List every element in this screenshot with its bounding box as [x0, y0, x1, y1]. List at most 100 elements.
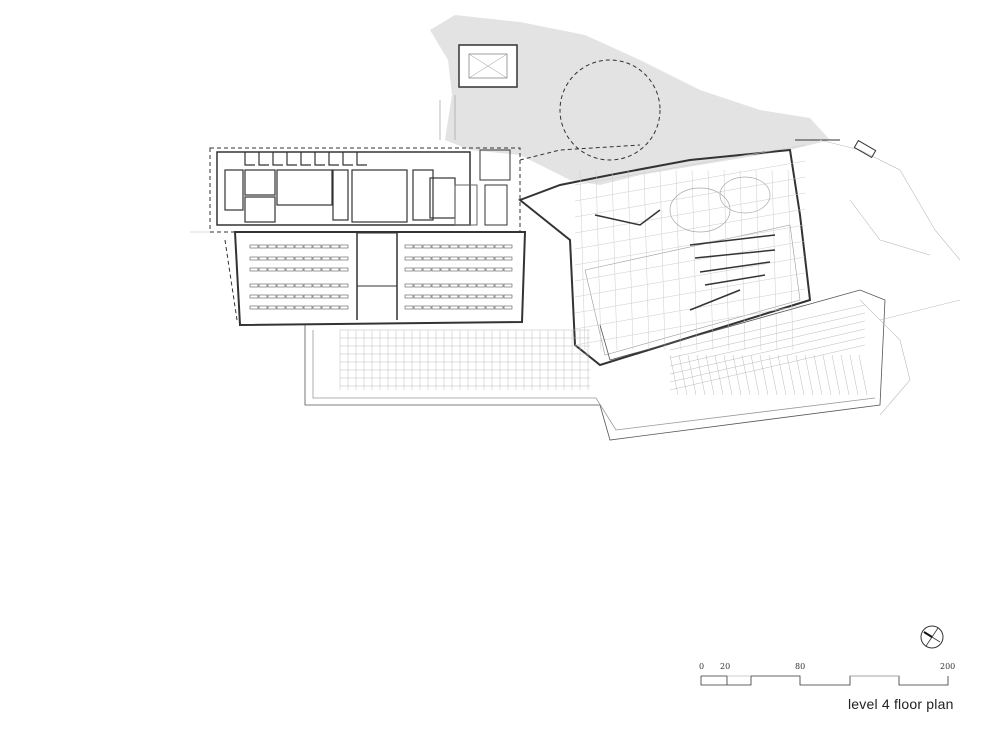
desk: [267, 256, 277, 261]
room: [332, 169, 349, 221]
site-lines: [190, 139, 961, 416]
desk: [449, 256, 459, 261]
desk: [330, 244, 340, 249]
desk: [294, 256, 304, 261]
desk: [458, 256, 468, 261]
room: [412, 169, 434, 221]
desk: [467, 294, 477, 299]
desk: [440, 305, 450, 310]
desk: [467, 244, 477, 249]
desk: [303, 256, 313, 261]
desk: [312, 256, 322, 261]
desk: [404, 244, 414, 249]
compass-icon: [920, 625, 944, 649]
room: [429, 177, 456, 219]
desk: [413, 305, 423, 310]
room: [224, 169, 244, 211]
desk: [476, 256, 486, 261]
desk: [422, 244, 432, 249]
desk: [431, 305, 441, 310]
desk: [249, 305, 259, 310]
desk: [294, 244, 304, 249]
desk: [339, 283, 349, 288]
desk: [458, 283, 468, 288]
desk: [339, 305, 349, 310]
desk: [440, 267, 450, 272]
desk: [422, 283, 432, 288]
desk: [312, 283, 322, 288]
office-wing: [209, 147, 527, 327]
desk: [276, 267, 286, 272]
desk: [330, 294, 340, 299]
desk: [494, 256, 504, 261]
desk: [458, 244, 468, 249]
desk: [267, 283, 277, 288]
desk: [258, 256, 268, 261]
dashed-circle: [559, 59, 661, 161]
desk: [449, 294, 459, 299]
desk: [413, 294, 423, 299]
desk: [431, 267, 441, 272]
desk: [285, 256, 295, 261]
desk: [285, 305, 295, 310]
desk: [267, 244, 277, 249]
desk: [249, 294, 259, 299]
desk: [413, 267, 423, 272]
desk: [485, 283, 495, 288]
desk: [285, 267, 295, 272]
desk: [485, 305, 495, 310]
desk: [303, 294, 313, 299]
desk: [467, 305, 477, 310]
desk: [503, 256, 513, 261]
desk: [303, 267, 313, 272]
desk: [476, 283, 486, 288]
desk: [258, 305, 268, 310]
terrace-left: [304, 289, 886, 441]
desk: [422, 267, 432, 272]
desk: [330, 256, 340, 261]
room: [276, 169, 333, 206]
desk: [440, 244, 450, 249]
desk: [422, 256, 432, 261]
desk: [339, 256, 349, 261]
desk: [413, 256, 423, 261]
desk: [449, 305, 459, 310]
desk: [422, 294, 432, 299]
scale-tick-80: 80: [795, 662, 806, 671]
desk: [267, 305, 277, 310]
desk: [431, 294, 441, 299]
desk: [503, 294, 513, 299]
desk: [458, 294, 468, 299]
desk: [449, 244, 459, 249]
desk: [294, 294, 304, 299]
desk: [330, 267, 340, 272]
desk: [476, 267, 486, 272]
desk: [458, 305, 468, 310]
scale-tick-200: 200: [940, 662, 956, 671]
landscape-area: [430, 15, 830, 185]
desk: [294, 267, 304, 272]
desk: [404, 256, 414, 261]
desk: [267, 267, 277, 272]
desk: [267, 294, 277, 299]
desk: [276, 294, 286, 299]
desk: [413, 244, 423, 249]
desk: [339, 267, 349, 272]
desk: [321, 267, 331, 272]
desk: [285, 283, 295, 288]
desk: [303, 283, 313, 288]
desk: [449, 267, 459, 272]
scale-tick-20: 20: [720, 662, 731, 671]
desk: [330, 283, 340, 288]
desk: [258, 294, 268, 299]
desk: [404, 294, 414, 299]
desk: [467, 283, 477, 288]
desk: [440, 256, 450, 261]
desk: [330, 305, 340, 310]
desk: [258, 267, 268, 272]
desk: [276, 244, 286, 249]
desk: [431, 244, 441, 249]
desk: [249, 256, 259, 261]
desk: [485, 267, 495, 272]
